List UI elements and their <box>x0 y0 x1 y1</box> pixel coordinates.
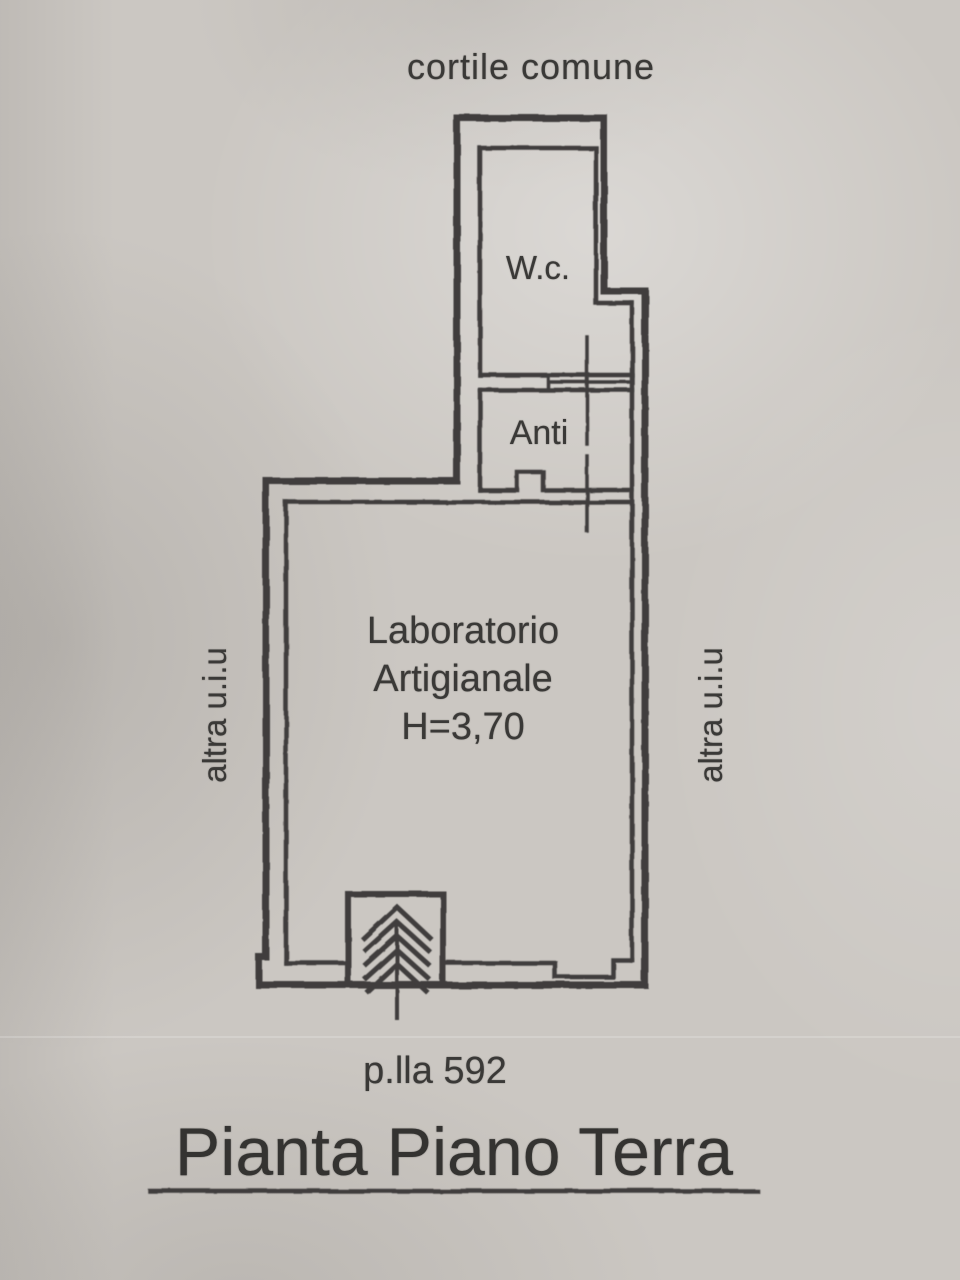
outer-wall-path <box>255 114 649 989</box>
right-adjacent-unit-label: altra u.i.u <box>692 647 729 783</box>
parcel-label: p.lla 592 <box>363 1050 507 1092</box>
room-label-wc: W.c. <box>505 249 571 286</box>
wc-anti-wall-sill <box>546 373 634 392</box>
courtyard-label: cortile comune <box>406 46 656 87</box>
laboratorio-line2: Artigianale <box>373 658 553 700</box>
laboratorio-line1: Laboratorio <box>366 610 560 652</box>
left-adjacent-unit-label: altra u.i.u <box>196 647 233 783</box>
anti-floor-door-notch-path <box>477 469 635 493</box>
paper-crease <box>0 1036 960 1038</box>
laboratorio-height: H=3,70 <box>401 706 525 748</box>
room-label-laboratorio: Laboratorio Artigianale H=3,70 <box>322 607 604 751</box>
plan-title: Pianta Piano Terra <box>174 1114 734 1190</box>
room-label-anti: Anti <box>509 414 569 452</box>
wc-room-wall-path <box>477 145 635 378</box>
main-room-bottom-right-path <box>440 957 635 980</box>
entrance-box <box>345 891 446 988</box>
